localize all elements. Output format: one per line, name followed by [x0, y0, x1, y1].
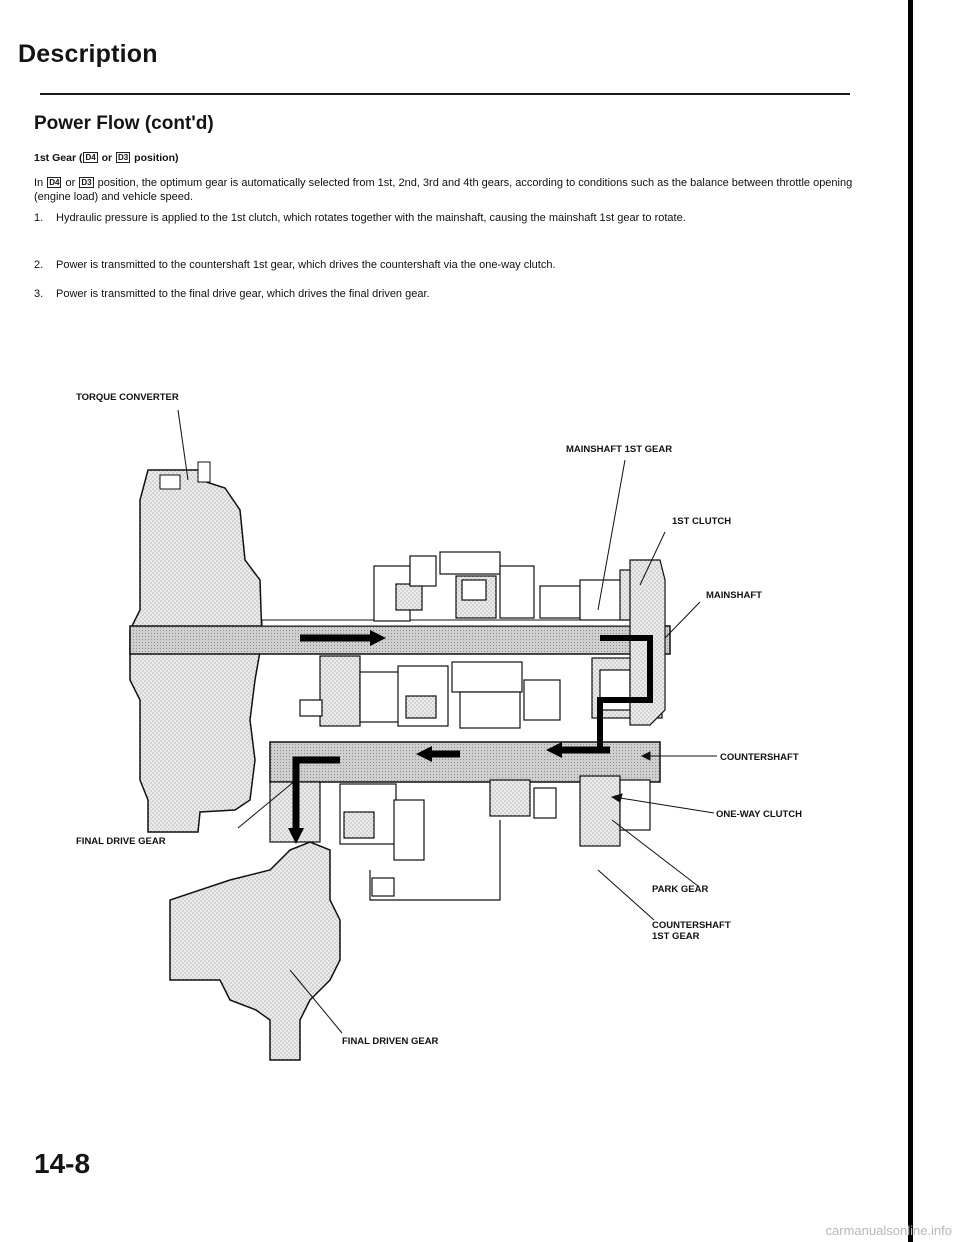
- page-title: Description: [18, 40, 158, 68]
- page-number: 14-8: [34, 1148, 91, 1179]
- upper-gear-set: [373, 551, 581, 622]
- page-edge-bar: [908, 0, 913, 1242]
- label-one-way-clutch: ONE-WAY CLUTCH: [716, 809, 803, 820]
- watermark: carmanualsonline.info: [825, 1223, 952, 1238]
- d3-position-icon: D3: [116, 152, 131, 163]
- label-countershaft: COUNTERSHAFT: [720, 752, 799, 763]
- label-final-drive-gear: FINAL DRIVE GEAR: [76, 836, 166, 847]
- final-driven-gear-body: [169, 841, 341, 1061]
- d4-position-icon: D4: [47, 177, 62, 188]
- label-mainshaft-1st-gear: MAINSHAFT 1ST GEAR: [566, 444, 673, 455]
- transmission-diagram: TORQUE CONVERTER MAINSHAFT 1ST GEAR 1ST …: [0, 380, 880, 1100]
- d3-position-icon: D3: [79, 177, 94, 188]
- gear-subheading: 1st Gear (D4 or D3 position): [34, 152, 179, 164]
- d4-position-icon: D4: [83, 152, 98, 163]
- label-park-gear: PARK GEAR: [652, 884, 709, 895]
- label-final-driven-gear: FINAL DRIVEN GEAR: [342, 1036, 439, 1047]
- power-flow-arrows: [288, 630, 653, 844]
- label-countershaft-1st-gear: COUNTERSHAFT 1ST GEAR: [652, 920, 731, 942]
- lower-gear-set: [339, 775, 651, 901]
- label-mainshaft: MAINSHAFT: [706, 590, 762, 601]
- label-torque-converter: TORQUE CONVERTER: [76, 392, 179, 403]
- label-first-clutch: 1ST CLUTCH: [672, 516, 732, 527]
- leader-lines: [177, 409, 717, 1034]
- middle-gear-set: [299, 655, 561, 729]
- title-divider: [40, 93, 850, 95]
- step-item: 3.Power is transmitted to the final driv…: [34, 288, 430, 300]
- step-item: 2.Power is transmitted to the countersha…: [34, 259, 556, 271]
- intro-paragraph: In D4 or D3 position, the optimum gear i…: [34, 177, 853, 203]
- section-heading: Power Flow (cont'd): [34, 113, 214, 134]
- power-flow-drawing: [129, 409, 717, 1061]
- step-item: 1.Hydraulic pressure is applied to the 1…: [34, 212, 686, 224]
